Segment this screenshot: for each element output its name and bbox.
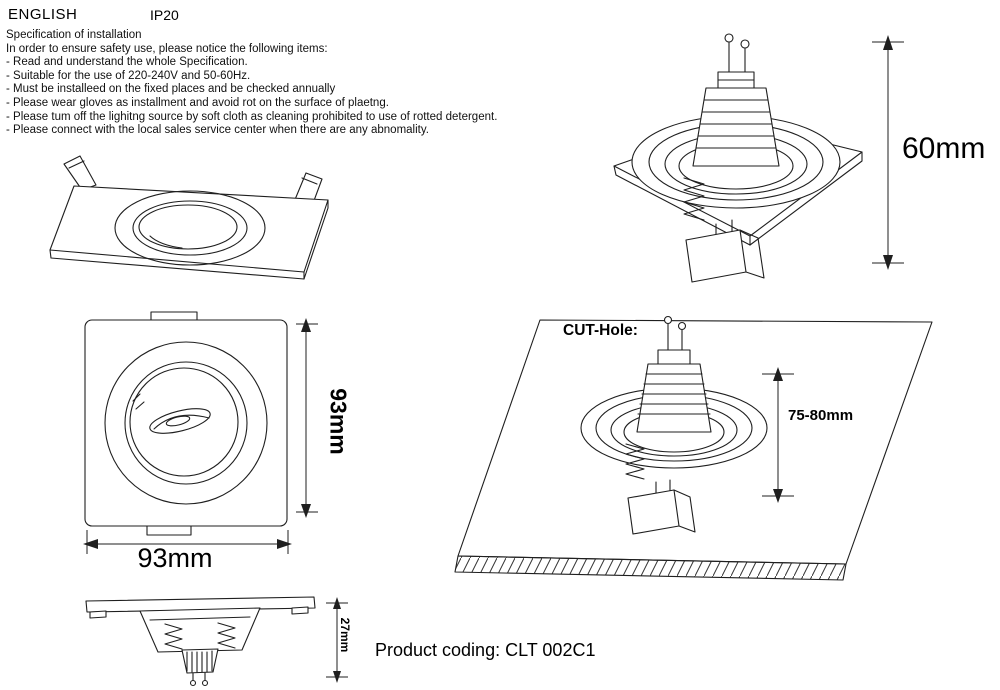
retaining-spring bbox=[164, 622, 236, 650]
retaining-spring bbox=[625, 443, 645, 480]
mounting-bracket bbox=[627, 479, 696, 535]
product-coding: Product coding: CLT 002C1 bbox=[375, 640, 596, 660]
cut-hole-range-dimension: 75-80mm bbox=[788, 407, 854, 424]
spec-item: - Please wear gloves as installment and … bbox=[6, 96, 389, 109]
mounting-bracket bbox=[685, 219, 765, 283]
retaining-spring bbox=[683, 177, 705, 221]
square-trim-plate bbox=[84, 311, 288, 536]
perspective-view-drawing bbox=[49, 155, 329, 280]
plate-width-dimension-arrow bbox=[83, 530, 292, 554]
mounting-tab-left bbox=[63, 155, 97, 191]
spec-title: Specification of installation bbox=[6, 29, 142, 41]
plate-width-dimension: 93mm bbox=[137, 543, 213, 573]
gu10-lamp bbox=[181, 648, 219, 687]
cut-hole-label: CUT-Hole: bbox=[563, 322, 638, 339]
ip-rating-label: IP20 bbox=[150, 7, 179, 23]
gu10-lamp bbox=[636, 315, 712, 433]
housing-profile bbox=[139, 607, 261, 653]
top-view-drawing bbox=[84, 311, 288, 536]
fixture-assembly-drawing bbox=[613, 33, 863, 283]
specification-block: Specification of installation In order t… bbox=[6, 29, 566, 138]
plate-height-dimension: 93mm bbox=[325, 388, 352, 455]
fixture-height-dimension: 60mm bbox=[902, 132, 986, 165]
recess-depth-dimension: 27mm bbox=[338, 617, 352, 653]
plate-height-dimension-arrow bbox=[296, 318, 318, 518]
spec-item: - Suitable for the use of 220-240V and 5… bbox=[6, 69, 251, 82]
height-dimension-arrow bbox=[872, 35, 904, 270]
spec-item: - Must be installeed on the fixed places… bbox=[6, 83, 336, 96]
gu10-lamp bbox=[692, 33, 780, 167]
trim-ring bbox=[104, 341, 268, 505]
cut-hole-dimension-arrow bbox=[762, 367, 794, 503]
spec-item: - Please connect with the local sales se… bbox=[6, 124, 429, 137]
trim-ring bbox=[114, 190, 266, 266]
side-view-drawing bbox=[85, 596, 316, 687]
spec-item: - Please tum off the lighitng source by … bbox=[6, 110, 498, 123]
spec-item: - Read and understand the whole Specific… bbox=[6, 56, 248, 69]
tilted-lamp-lens bbox=[149, 408, 211, 434]
recess-depth-dimension-arrow bbox=[326, 597, 348, 683]
cut-hole-drawing bbox=[454, 315, 933, 581]
spec-intro: In order to ensure safety use, please no… bbox=[6, 42, 328, 55]
square-trim-plate bbox=[49, 185, 329, 280]
language-label: ENGLISH bbox=[8, 6, 78, 23]
